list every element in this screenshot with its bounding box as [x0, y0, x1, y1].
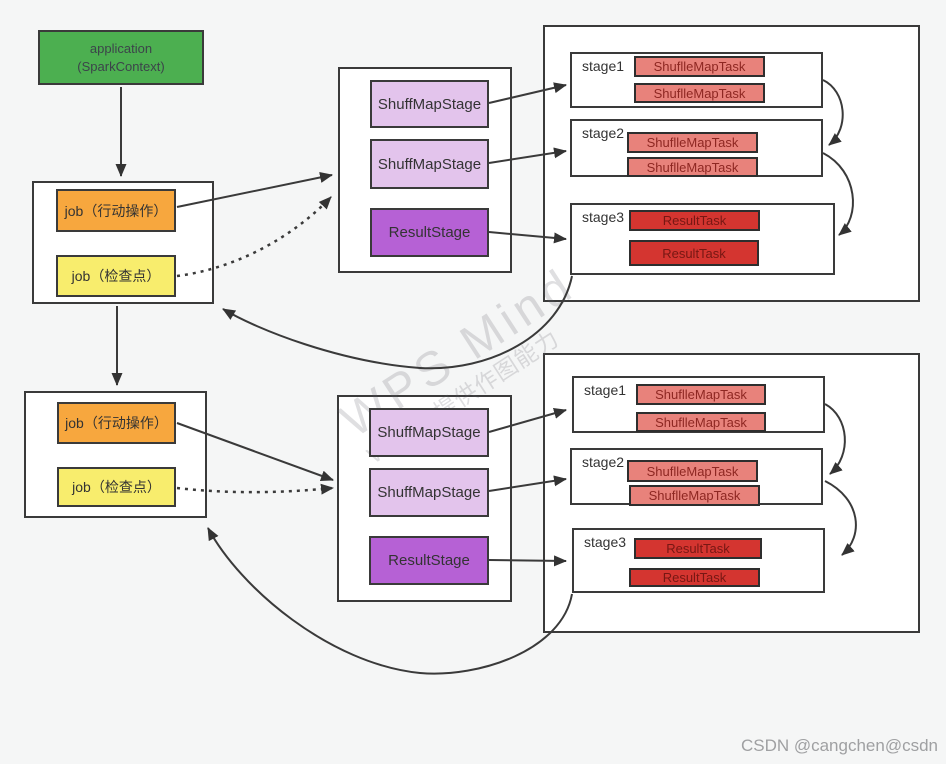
resultstage-node: ResultStage — [370, 208, 489, 257]
stage-group-label: stage1 — [584, 382, 627, 398]
stage-group-label: stage3 — [582, 209, 625, 225]
shuffle-map-task: ShuflleMapTask — [629, 485, 760, 506]
shuffle-map-task: ShuflleMapTask — [627, 157, 758, 177]
job-action-node-bottom: job（行动操作） — [57, 402, 176, 444]
shuffmapstage-node: ShuffMapStage — [369, 408, 489, 457]
job-checkpoint-node-bottom: job（检查点） — [57, 467, 176, 507]
csdn-credit: CSDN @cangchen@csdn — [740, 736, 938, 755]
stage-group-label: stage2 — [582, 125, 625, 141]
result-task: ResultTask — [634, 538, 762, 559]
result-task: ResultTask — [629, 210, 760, 231]
application-node: application (SparkContext) — [38, 30, 204, 85]
stage-group-stage3: stage3 ResultTask ResultTask — [570, 203, 835, 275]
application-label-line1: application — [89, 40, 153, 56]
resultstage-node: ResultStage — [369, 536, 489, 585]
arrow-stage3-back-to-jobs — [222, 275, 573, 370]
result-task: ResultTask — [629, 568, 760, 587]
stage-group-label: stage3 — [584, 534, 627, 550]
shuffmapstage-node: ShuffMapStage — [370, 80, 489, 128]
shuffle-map-task: ShuflleMapTask — [634, 83, 765, 103]
stage-group-stage2: stage2 ShuflleMapTask ShuflleMapTask — [570, 448, 823, 506]
shuffle-map-task: ShuflleMapTask — [627, 132, 758, 153]
result-task: ResultTask — [629, 240, 759, 266]
stage-group-label: stage1 — [582, 58, 625, 74]
shuffle-map-task: ShuflleMapTask — [636, 412, 766, 432]
shuffmapstage-node: ShuffMapStage — [370, 139, 489, 189]
shuffle-map-task: ShuflleMapTask — [634, 56, 765, 77]
job-action-node-top: job（行动操作） — [56, 189, 176, 232]
application-label-line2: (SparkContext) — [77, 58, 165, 74]
shuffle-map-task: ShuflleMapTask — [636, 384, 766, 405]
stage-group-label: stage2 — [582, 454, 625, 470]
stage-group-stage1: stage1 ShuflleMapTask ShuflleMapTask — [570, 52, 823, 108]
stage-group-stage1: stage1 ShuflleMapTask ShuflleMapTask — [572, 376, 825, 433]
stage-group-stage3: stage3 ResultTask ResultTask — [572, 528, 825, 593]
shuffle-map-task: ShuflleMapTask — [627, 460, 758, 482]
job-checkpoint-node-top: job（检查点） — [56, 255, 176, 297]
stage-group-stage2: stage2 ShuflleMapTask ShuflleMapTask — [570, 119, 823, 177]
shuffmapstage-node: ShuffMapStage — [369, 468, 489, 517]
